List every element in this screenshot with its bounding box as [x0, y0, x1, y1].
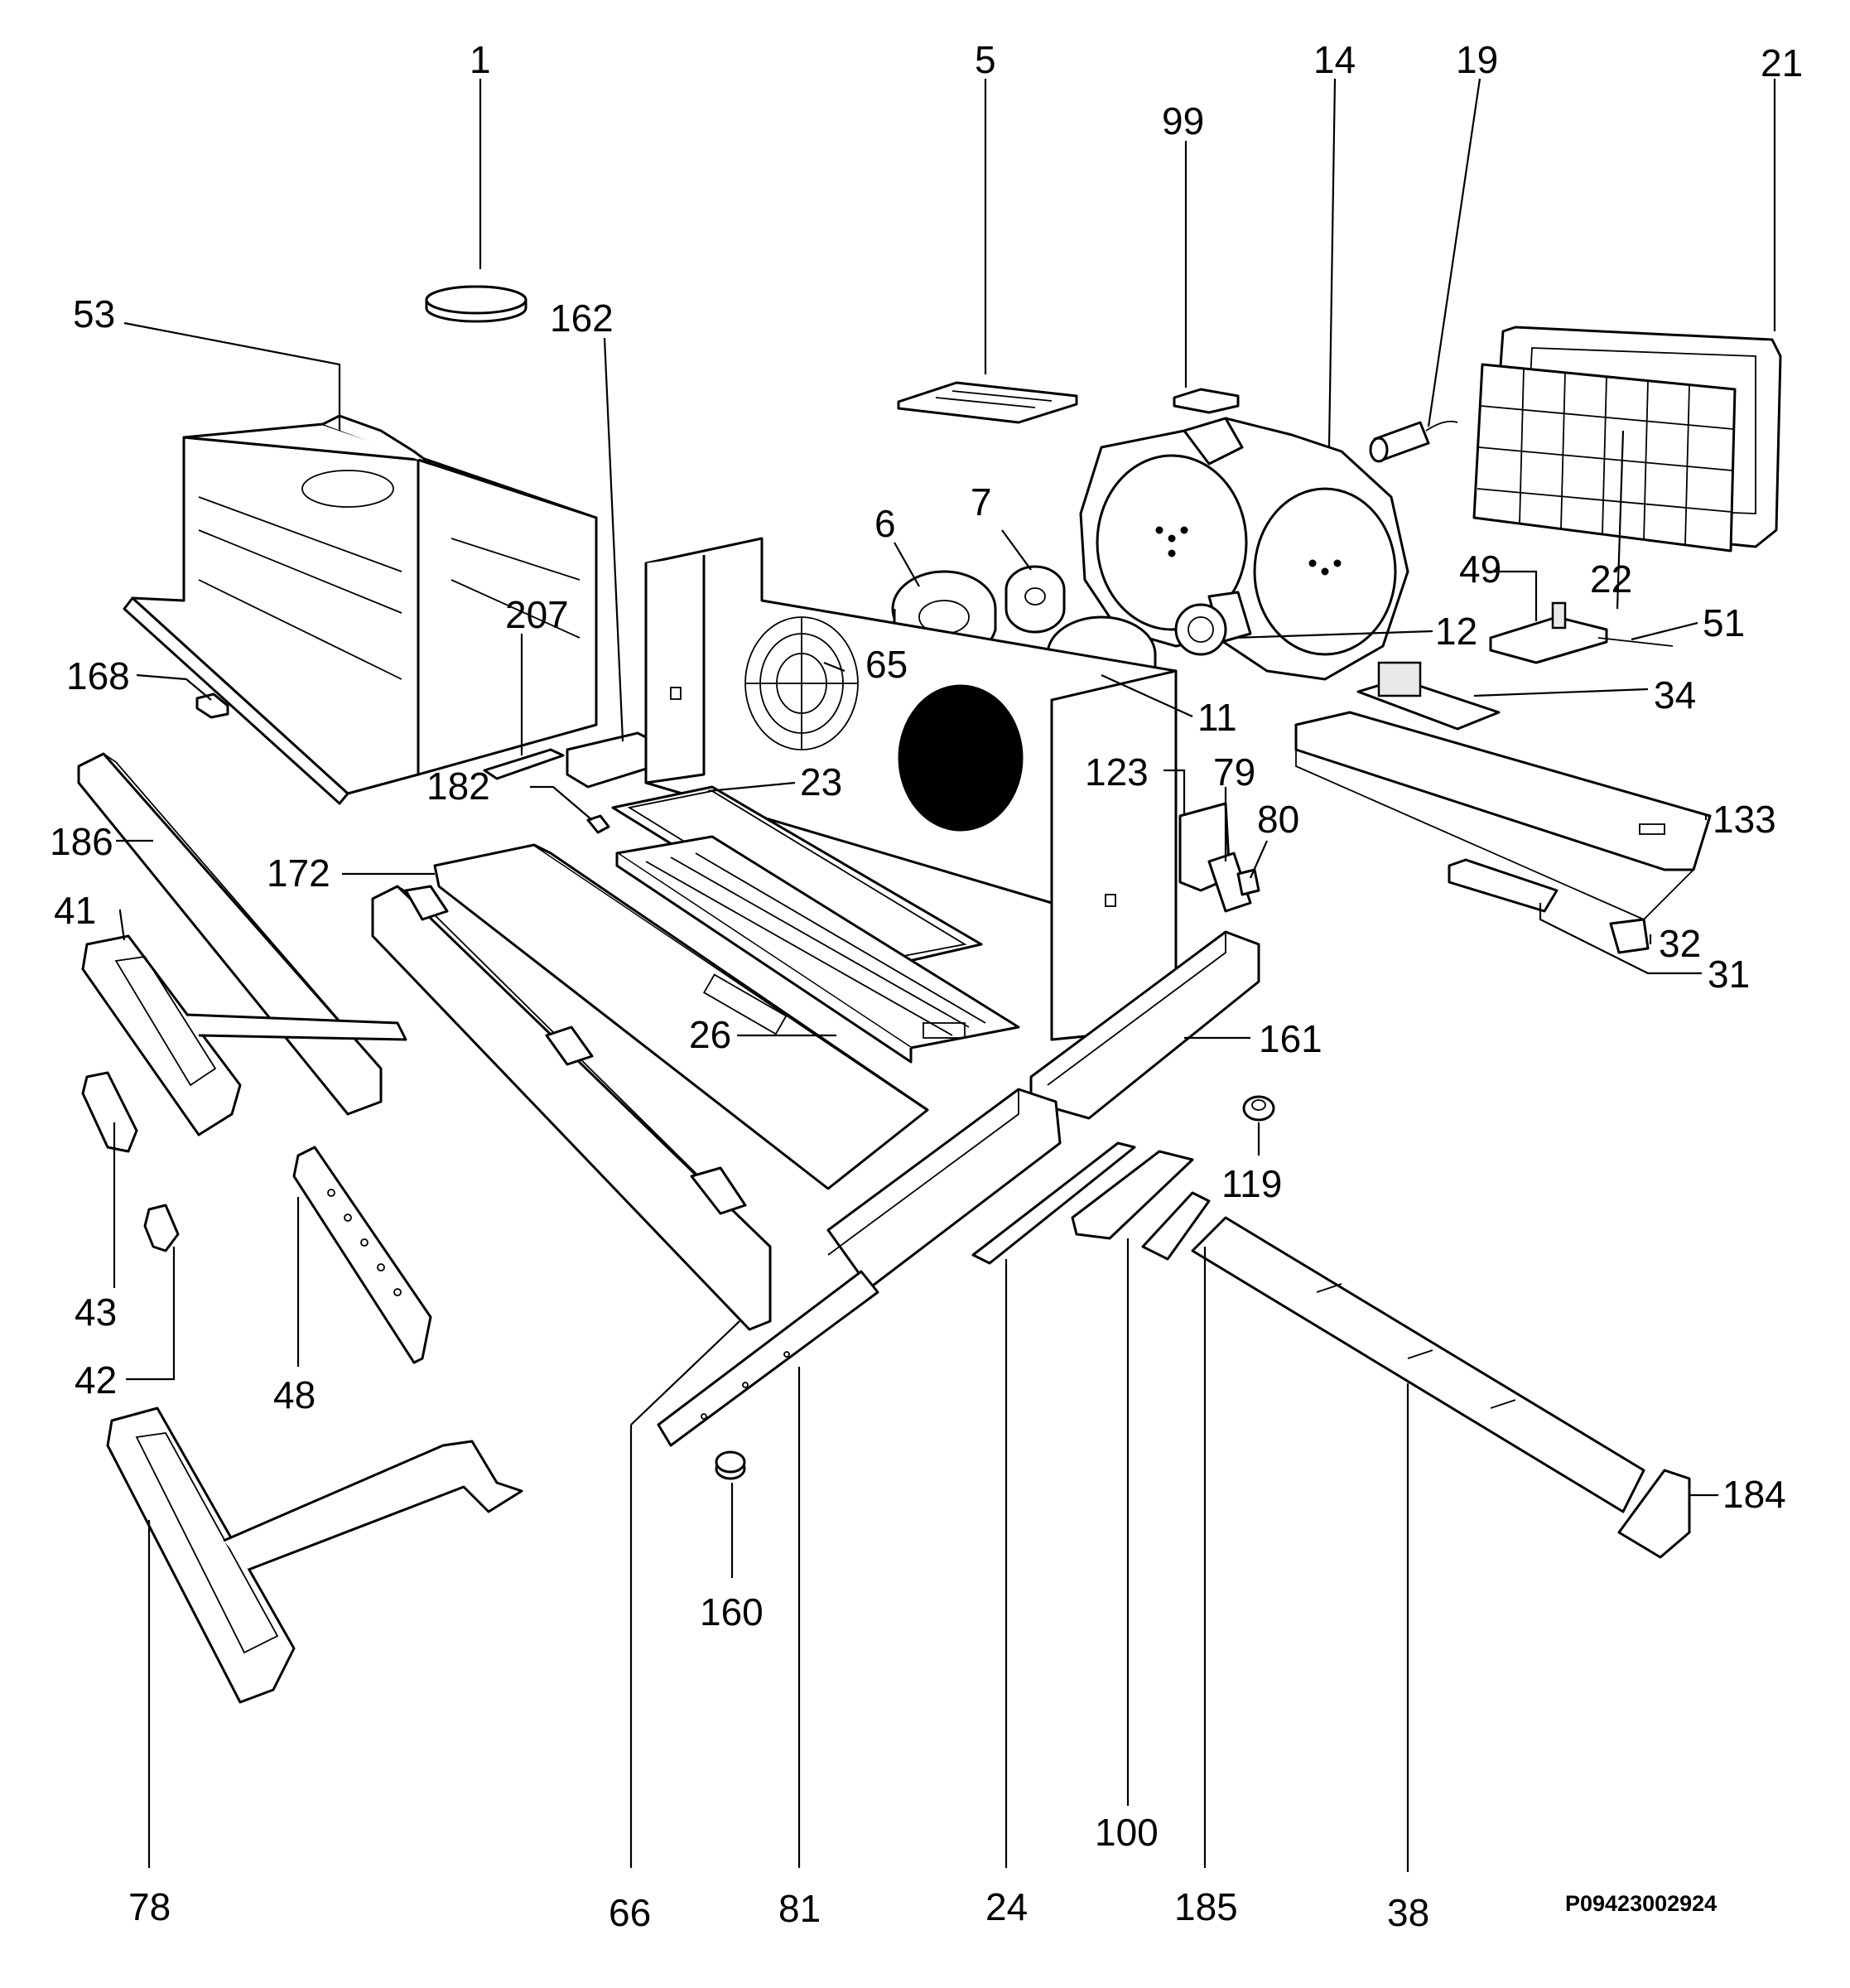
label-162: 162	[550, 297, 614, 340]
label-160: 160	[700, 1590, 764, 1633]
part-160-disc	[715, 1450, 746, 1480]
label-161: 161	[1259, 1017, 1322, 1060]
label-6: 6	[874, 502, 896, 545]
label-78: 78	[128, 1885, 171, 1928]
part-14-fan-housing	[1079, 417, 1409, 681]
leader-lines	[113, 78, 1776, 1872]
label-12: 12	[1435, 610, 1477, 653]
part-100-bracket	[1071, 1150, 1194, 1240]
label-24: 24	[985, 1885, 1028, 1928]
part-53-housing	[123, 414, 598, 805]
label-14: 14	[1313, 38, 1356, 81]
label-49: 49	[1459, 548, 1501, 591]
label-123: 123	[1085, 750, 1149, 794]
label-5: 5	[975, 38, 996, 81]
part-1-flange	[425, 285, 528, 323]
part-80-button	[1236, 868, 1260, 896]
part-182-clip	[586, 814, 610, 834]
part-51-cable	[1597, 637, 1674, 647]
label-100: 100	[1095, 1811, 1159, 1854]
part-labels: 1 5 14 19 21 99 53 162 207 168 6 7 65 12…	[50, 38, 1803, 1934]
label-133: 133	[1713, 798, 1776, 841]
part-41-handle	[81, 934, 407, 1136]
label-31: 31	[1708, 953, 1750, 996]
label-53: 53	[73, 292, 115, 335]
label-172: 172	[267, 852, 330, 895]
label-81: 81	[778, 1887, 821, 1930]
part-172-panel	[433, 843, 929, 1190]
label-186: 186	[50, 820, 113, 863]
label-66: 66	[609, 1891, 651, 1934]
part-48-strip	[292, 1146, 432, 1364]
part-162-channel	[566, 731, 656, 789]
part-32-socket	[1609, 918, 1650, 954]
part-207-strip	[483, 748, 565, 780]
front-rail	[371, 885, 772, 1331]
label-38: 38	[1387, 1891, 1429, 1934]
part-133-cover	[1294, 711, 1712, 921]
part-24-strip	[971, 1141, 1136, 1265]
label-7: 7	[971, 480, 992, 524]
part-185-endcap	[1141, 1191, 1211, 1261]
label-26: 26	[689, 1013, 731, 1056]
part-31-lamp	[1448, 858, 1559, 913]
part-5-vent	[897, 381, 1078, 424]
label-182: 182	[426, 765, 490, 808]
part-22-carbon-filter	[1472, 363, 1737, 552]
diagram-code: P09423002924	[1565, 1891, 1717, 1916]
part-119-knob	[1242, 1095, 1275, 1122]
label-48: 48	[273, 1373, 316, 1416]
part-184-clip	[1617, 1469, 1691, 1559]
part-42-latch	[143, 1204, 180, 1252]
label-207: 207	[505, 593, 569, 636]
label-168: 168	[66, 654, 130, 697]
label-23: 23	[800, 760, 842, 803]
label-119: 119	[1221, 1162, 1282, 1205]
label-11: 11	[1197, 696, 1237, 739]
part-43-block	[81, 1071, 138, 1153]
part-78-handle	[106, 1407, 523, 1704]
label-42: 42	[75, 1358, 117, 1402]
part-49-pcb	[1489, 601, 1608, 664]
label-185: 185	[1174, 1885, 1238, 1928]
part-12-motor	[1174, 591, 1252, 656]
part-168-clip	[195, 692, 229, 719]
label-32: 32	[1659, 922, 1701, 965]
label-43: 43	[75, 1291, 117, 1334]
label-99: 99	[1162, 99, 1204, 142]
label-51: 51	[1703, 601, 1745, 644]
label-80: 80	[1257, 798, 1299, 841]
part-81-slide	[657, 1270, 879, 1447]
part-34-board	[1356, 661, 1501, 731]
label-184: 184	[1722, 1473, 1786, 1516]
part-99-bracket	[1173, 388, 1240, 414]
label-19: 19	[1456, 38, 1498, 81]
label-34: 34	[1654, 673, 1696, 717]
label-1: 1	[470, 38, 491, 81]
label-79: 79	[1213, 750, 1255, 794]
part-38-glass	[1191, 1216, 1645, 1513]
part-26-grease-filter	[615, 835, 1020, 1064]
label-65: 65	[865, 643, 908, 686]
label-21: 21	[1761, 41, 1803, 84]
part-7-rotor	[1004, 565, 1066, 634]
label-41: 41	[54, 889, 96, 932]
label-22: 22	[1590, 557, 1632, 601]
part-19-capacitor	[1369, 420, 1458, 463]
part-65-panel	[644, 537, 1178, 1041]
